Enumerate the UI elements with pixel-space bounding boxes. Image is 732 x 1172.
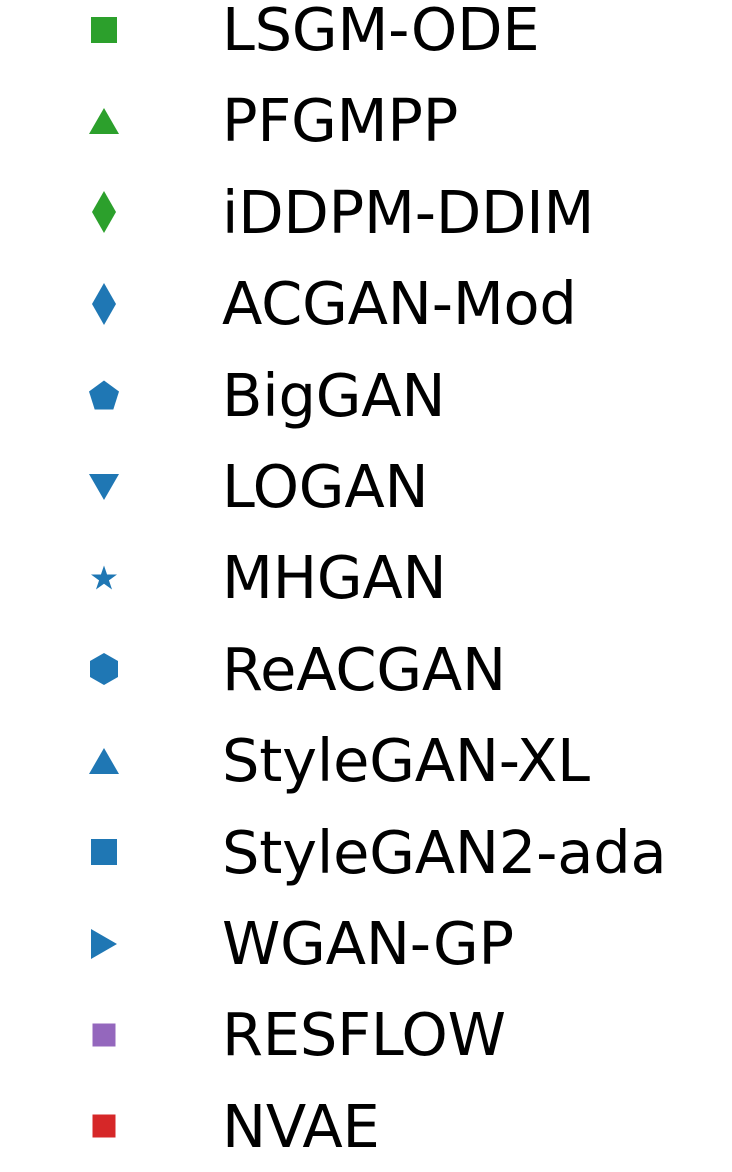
legend-entry[interactable]: RESFLOW	[0, 989, 732, 1080]
legend-marker-cell	[0, 167, 222, 258]
triangle-down-marker-icon	[89, 473, 119, 500]
legend-entry-label: StyleGAN2-ada	[222, 817, 667, 887]
legend-marker-cell	[0, 715, 222, 806]
legend-entry-label: BigGAN	[222, 360, 446, 430]
legend-entry-label: NVAE	[222, 1091, 380, 1161]
legend-entry[interactable]: iDDPM-DDIM	[0, 167, 732, 258]
legend-marker-cell	[0, 1081, 222, 1172]
legend-entry-label: LOGAN	[222, 452, 429, 521]
legend-marker-cell	[0, 441, 222, 532]
thin-diamond-marker-icon	[92, 191, 116, 234]
legend-entry[interactable]: ReACGAN	[0, 624, 732, 715]
legend-marker-cell	[0, 898, 222, 989]
triangle-right-marker-icon	[91, 928, 117, 959]
legend-entry-label: WGAN-GP	[222, 909, 514, 978]
square-marker-icon	[91, 16, 117, 43]
legend-entry[interactable]: WGAN-GP	[0, 898, 732, 989]
thin-diamond-marker-icon	[92, 282, 116, 325]
legend-entry[interactable]: PFGMPP	[0, 75, 732, 166]
legend-entry-label: iDDPM-DDIM	[222, 177, 595, 247]
star-marker-icon	[91, 565, 117, 590]
legend-marker-cell	[0, 75, 222, 166]
legend-marker-cell	[0, 807, 222, 898]
legend-marker-cell	[0, 624, 222, 715]
legend-entry[interactable]: LOGAN	[0, 441, 732, 532]
legend-entry-label: PFGMPP	[222, 86, 459, 156]
square-marker-icon	[91, 839, 117, 866]
legend-entry[interactable]: MHGAN	[0, 532, 732, 623]
hexagon-marker-icon	[90, 653, 118, 686]
legend-entry[interactable]: StyleGAN-XL	[0, 715, 732, 806]
legend-marker-cell	[0, 989, 222, 1080]
legend-entry-label: StyleGAN-XL	[222, 726, 590, 796]
legend-entry-label: ReACGAN	[222, 634, 506, 704]
legend-marker-cell	[0, 0, 222, 75]
square-marker-icon	[92, 1114, 116, 1138]
legend-marker-cell	[0, 258, 222, 349]
legend-marker-cell	[0, 532, 222, 623]
legend-entry-label: MHGAN	[222, 543, 447, 613]
square-marker-icon	[92, 1023, 116, 1047]
triangle-up-marker-icon	[89, 747, 119, 774]
legend-entry[interactable]: BigGAN	[0, 350, 732, 441]
legend-entry[interactable]: LSGM-ODE	[0, 0, 732, 75]
legend-entry[interactable]: StyleGAN2-ada	[0, 807, 732, 898]
pentagon-marker-icon	[89, 380, 119, 410]
legend-marker-cell	[0, 350, 222, 441]
legend-entry[interactable]: NVAE	[0, 1081, 732, 1172]
legend-entry-label: RESFLOW	[222, 1000, 506, 1070]
legend-entry-label: LSGM-ODE	[222, 0, 540, 64]
legend-entry-label: ACGAN-Mod	[222, 269, 577, 339]
triangle-up-marker-icon	[89, 107, 119, 134]
legend-entry[interactable]: ACGAN-Mod	[0, 258, 732, 349]
